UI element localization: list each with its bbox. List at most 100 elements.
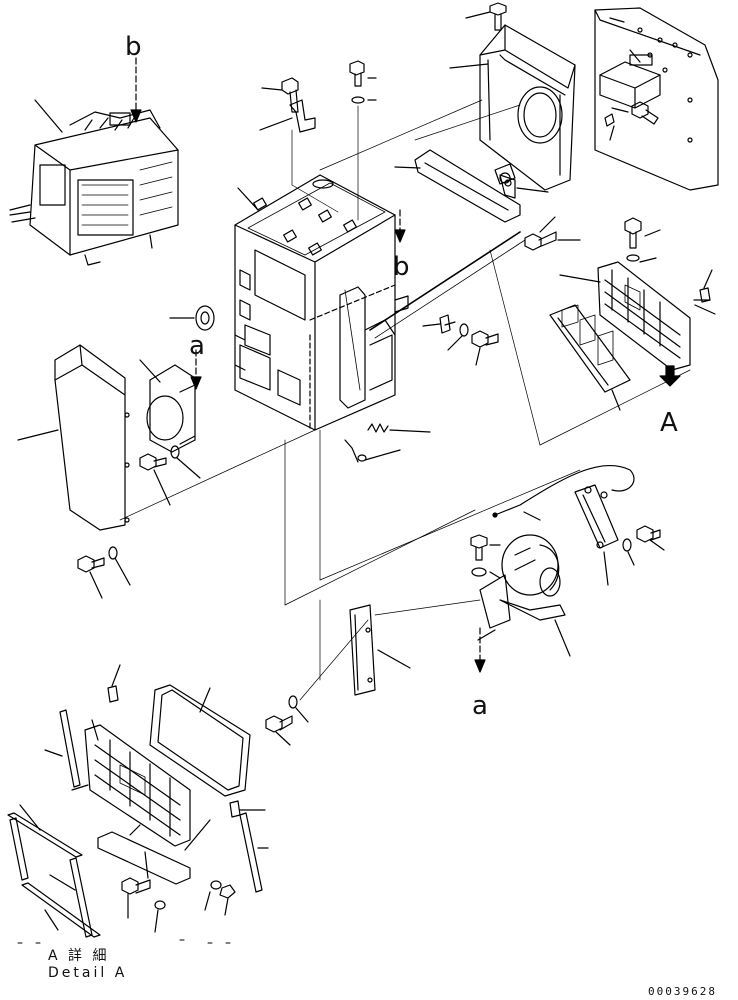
blower-cable — [492, 465, 635, 518]
view-arrow-b-top — [130, 57, 142, 123]
leader-line — [611, 107, 629, 113]
fan-shroud — [479, 24, 576, 191]
leader-line — [644, 229, 661, 237]
leader-line — [259, 117, 293, 131]
detail-caption-japanese: A 詳 細 — [48, 948, 110, 964]
view-arrow-a-left — [190, 349, 202, 390]
detail-a-plate — [97, 831, 191, 885]
leader-line — [184, 819, 211, 851]
nut — [219, 884, 236, 899]
washer — [459, 323, 469, 337]
connector-block — [599, 54, 661, 109]
hex-bolt — [636, 525, 661, 543]
washer — [154, 900, 166, 910]
leader-line — [394, 166, 421, 169]
leader-line — [554, 619, 571, 657]
leader-line — [422, 323, 441, 327]
view-label-a: a — [472, 691, 488, 721]
leader-line — [275, 731, 291, 746]
duct-adapter — [146, 364, 196, 453]
leader-line — [237, 187, 259, 211]
hex-bolt — [349, 60, 365, 104]
view-arrow-A — [659, 365, 681, 387]
main-housing-box — [234, 174, 409, 431]
washer — [622, 538, 632, 552]
leader-line — [261, 87, 283, 91]
leader-line — [559, 274, 601, 283]
leader-line — [627, 551, 635, 566]
leader-line — [516, 187, 549, 193]
detail-a-dash-marks — [17, 939, 231, 944]
clip — [693, 287, 711, 303]
leader-line — [204, 891, 211, 911]
hex-bolt — [470, 534, 488, 577]
leader-line — [176, 457, 201, 479]
nut — [604, 113, 615, 127]
assembly-lines — [284, 249, 691, 681]
leader-line — [523, 511, 541, 521]
leader-line — [475, 347, 481, 366]
leader-line — [639, 257, 657, 263]
leader-line — [539, 216, 556, 233]
detail-a-clip — [107, 685, 119, 703]
detail-a-grille — [84, 724, 191, 847]
view-label-b: b — [393, 252, 410, 282]
view-arrow-a-bottom — [474, 627, 486, 673]
mounting-bracket — [414, 149, 521, 223]
view-label-detail-a: A — [660, 408, 678, 438]
hex-bolt — [77, 555, 105, 573]
leader-line — [71, 784, 89, 791]
tie-rod — [369, 231, 526, 339]
leader-line — [477, 629, 496, 641]
leader-line — [144, 851, 149, 879]
leader-line — [295, 707, 309, 723]
side-cover-panel — [594, 7, 719, 191]
hex-bolt — [281, 77, 299, 113]
leader-line — [609, 125, 615, 141]
leader-line — [224, 897, 229, 916]
air-grille — [597, 261, 691, 371]
leader-line — [447, 335, 463, 351]
leader-line — [199, 687, 211, 713]
spring — [367, 423, 389, 433]
duct-cover — [54, 344, 130, 531]
leader-line — [139, 359, 161, 383]
detail-caption-english: Detail A — [48, 965, 128, 981]
detail-a-seal-strip — [59, 709, 81, 788]
bracket — [289, 99, 316, 133]
detail-a-clip — [229, 800, 241, 818]
leader-line — [609, 17, 625, 23]
detail-a-seal-frame — [149, 684, 251, 797]
leader-line — [17, 429, 59, 441]
leader-line — [44, 909, 59, 931]
hex-bolt — [265, 715, 293, 733]
leader-line — [114, 557, 131, 586]
leader-line — [91, 719, 99, 741]
bracket — [439, 314, 456, 334]
view-arrow-b-side — [394, 209, 406, 243]
support-bracket — [349, 604, 376, 696]
leader-line — [603, 551, 609, 586]
leader-line — [129, 824, 141, 836]
leader-line — [389, 429, 431, 433]
washer — [288, 695, 298, 709]
washer — [170, 445, 180, 459]
leader-line — [153, 469, 171, 506]
leader-line — [49, 874, 76, 891]
view-label-b: b — [125, 32, 142, 62]
resistor-block — [574, 484, 619, 549]
leader-line — [611, 389, 621, 411]
hex-bolt — [624, 217, 642, 262]
view-label-a: a — [189, 331, 205, 361]
pin — [344, 439, 367, 463]
leader-line — [629, 49, 641, 63]
hex-bolt — [471, 330, 499, 348]
leader-line — [364, 449, 401, 461]
leader-line — [489, 571, 501, 579]
blower-motor — [479, 534, 566, 629]
grommet — [195, 305, 215, 331]
hex-bolt — [139, 453, 167, 471]
leader-line — [154, 909, 159, 933]
leader-line — [89, 571, 103, 599]
